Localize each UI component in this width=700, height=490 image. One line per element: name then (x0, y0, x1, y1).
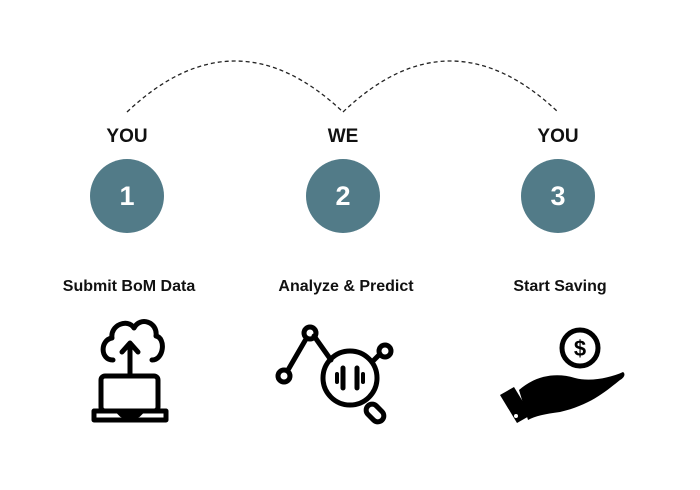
step-3-title: Start Saving (513, 278, 607, 295)
svg-text:$: $ (574, 336, 586, 361)
analytics-network-icon (275, 324, 394, 425)
dashed-arc-1-2 (126, 60, 344, 113)
step-3-actor: YOU (537, 126, 579, 147)
step-2-title: Analyze & Predict (278, 278, 414, 295)
hand-coin-icon: $ (500, 327, 625, 423)
step-3-badge: 3 (521, 159, 595, 233)
step-1-badge: 1 (90, 159, 164, 233)
cloud-upload-laptop-icon (91, 319, 169, 423)
step-2-actor: WE (327, 126, 359, 147)
step-1-actor: YOU (106, 126, 148, 147)
dashed-arc-2-3 (342, 60, 559, 113)
step-2-badge: 2 (306, 159, 380, 233)
step-1-title: Submit BoM Data (62, 278, 196, 295)
